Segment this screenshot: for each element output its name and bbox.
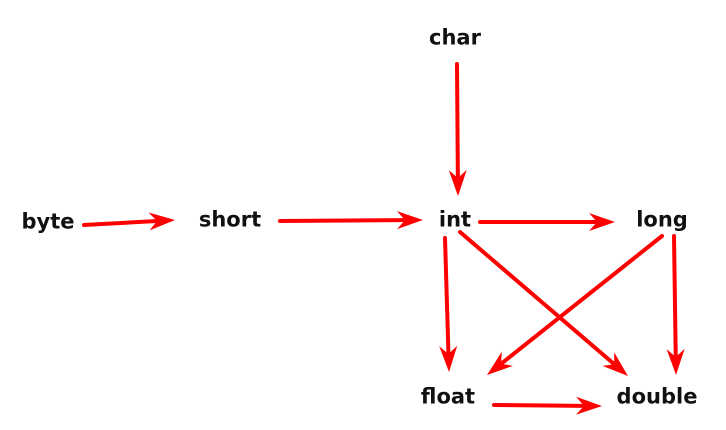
arrow-short-to-int [278, 211, 423, 230]
arrow-float-to-double [492, 396, 602, 415]
arrow-long-to-float [487, 234, 664, 375]
arrow-long-to-double [666, 234, 685, 375]
node-char: char [429, 25, 481, 50]
node-byte: byte [21, 209, 75, 234]
node-short: short [198, 207, 262, 232]
arrow-int-to-long [478, 213, 615, 231]
node-int: int [438, 207, 472, 232]
node-long: long [636, 207, 688, 232]
arrow-int-to-double [458, 230, 628, 376]
node-float: float [420, 384, 476, 409]
node-double: double [616, 384, 698, 409]
arrow-char-to-int [448, 62, 467, 196]
arrow-byte-to-short [82, 212, 175, 231]
arrow-int-to-float [439, 236, 458, 372]
